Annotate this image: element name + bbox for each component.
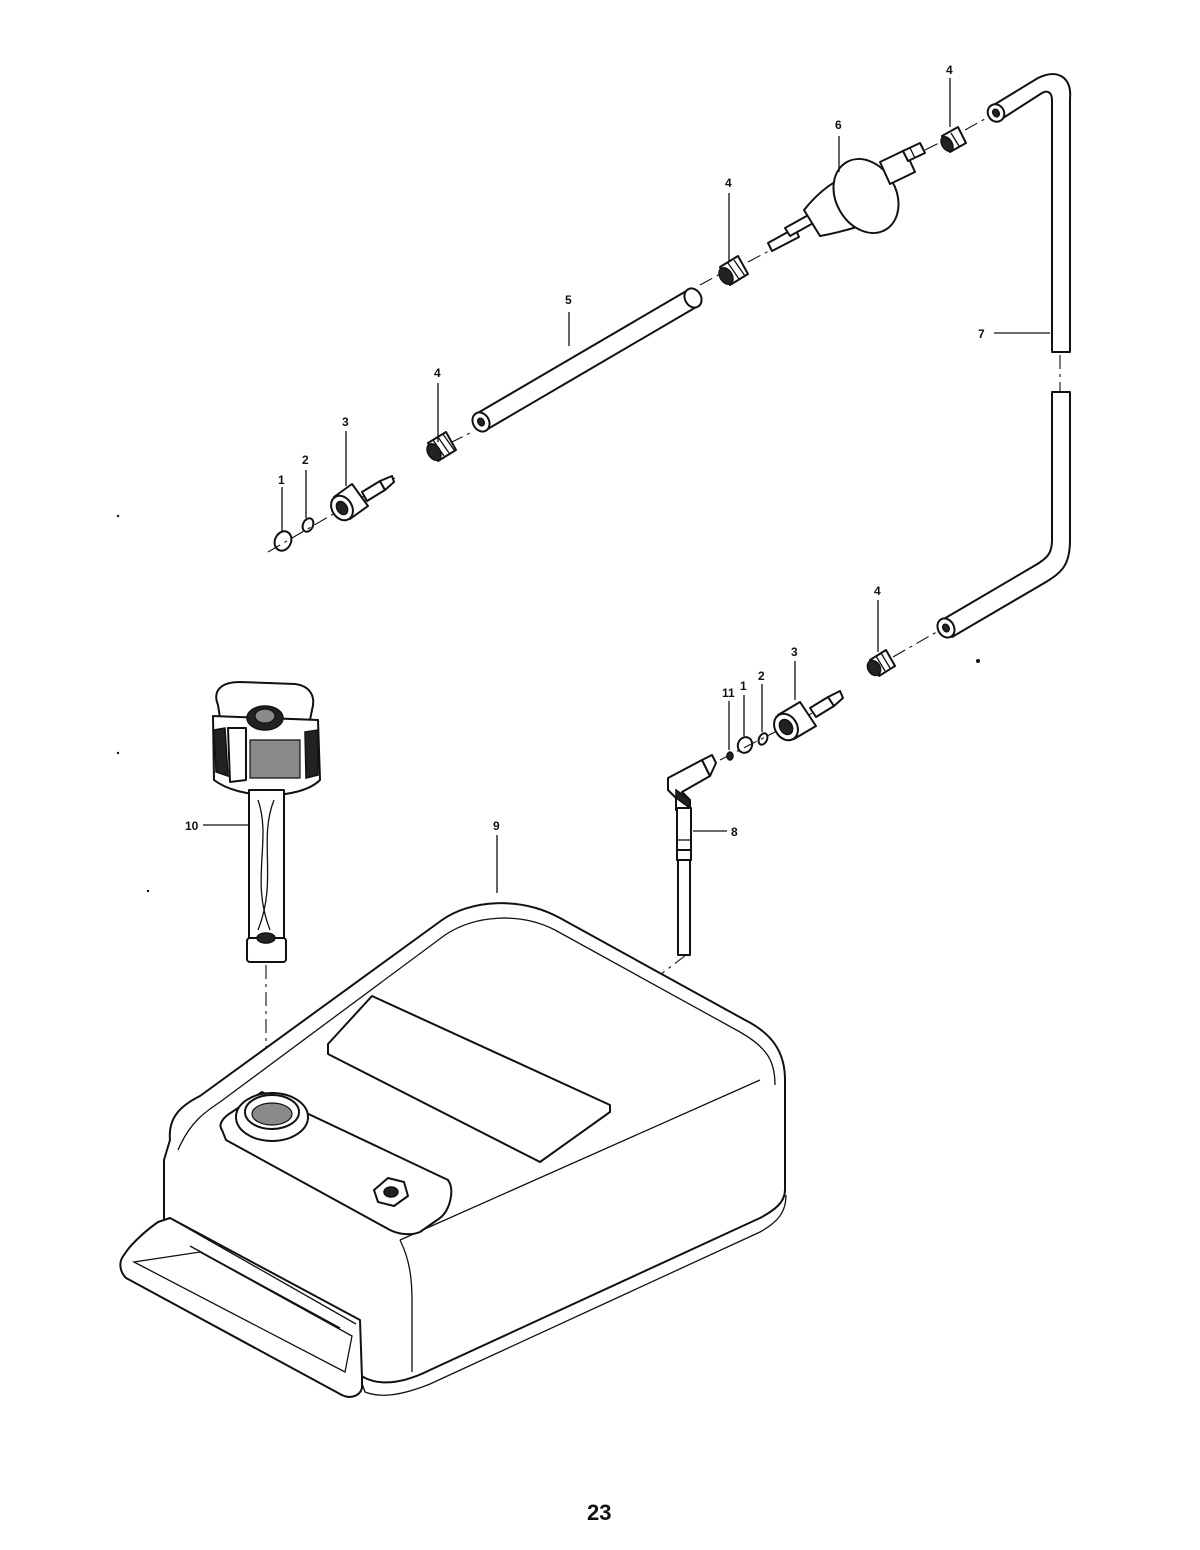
fuel-tank-part-9 <box>119 902 787 1398</box>
callout-11: 11 <box>722 686 735 700</box>
callout-1-lower: 1 <box>740 679 747 693</box>
o-ring-part-1-lower <box>736 736 754 754</box>
fuel-hose-part-7 <box>936 73 1072 639</box>
callout-6: 6 <box>835 118 842 132</box>
primer-bulb-part-6 <box>767 142 926 252</box>
callout-7: 7 <box>978 327 985 341</box>
hose-clamp-part-4-mid <box>718 255 749 286</box>
o-ring-part-1-upper <box>273 530 293 552</box>
callout-2-lower: 2 <box>758 669 765 683</box>
leader-lines <box>203 78 1050 893</box>
callout-labels: 1 2 3 4 5 4 6 4 7 4 3 2 1 11 8 9 10 <box>185 63 985 839</box>
callout-3-lower: 3 <box>791 645 798 659</box>
print-specks <box>116 514 980 893</box>
hose-clamp-part-4-left <box>426 431 457 462</box>
connector-part-3-upper <box>330 475 395 522</box>
callout-5: 5 <box>565 293 572 307</box>
hose-clamp-part-4-top <box>940 126 967 153</box>
fuel-hose-part-5 <box>471 287 703 433</box>
callout-4-mid: 4 <box>725 176 732 190</box>
callout-4-left: 4 <box>434 366 441 380</box>
callout-8: 8 <box>731 825 738 839</box>
callout-1-upper: 1 <box>278 473 285 487</box>
fuel-gauge-part-10 <box>212 681 321 963</box>
page-number: 23 <box>587 1500 611 1525</box>
pickup-tube-part-8 <box>667 754 717 956</box>
connector-part-3-lower <box>773 690 844 742</box>
callout-2-upper: 2 <box>302 453 309 467</box>
callout-4-top: 4 <box>946 63 953 77</box>
callout-4-low: 4 <box>874 584 881 598</box>
o-ring-part-2-lower <box>757 732 769 746</box>
callout-3-upper: 3 <box>342 415 349 429</box>
o-ring-part-2-upper <box>301 517 315 533</box>
small-seal-part-11 <box>726 751 734 761</box>
hose-clamp-part-4-low <box>866 649 896 677</box>
callout-9: 9 <box>493 819 500 833</box>
callout-10: 10 <box>185 819 199 833</box>
